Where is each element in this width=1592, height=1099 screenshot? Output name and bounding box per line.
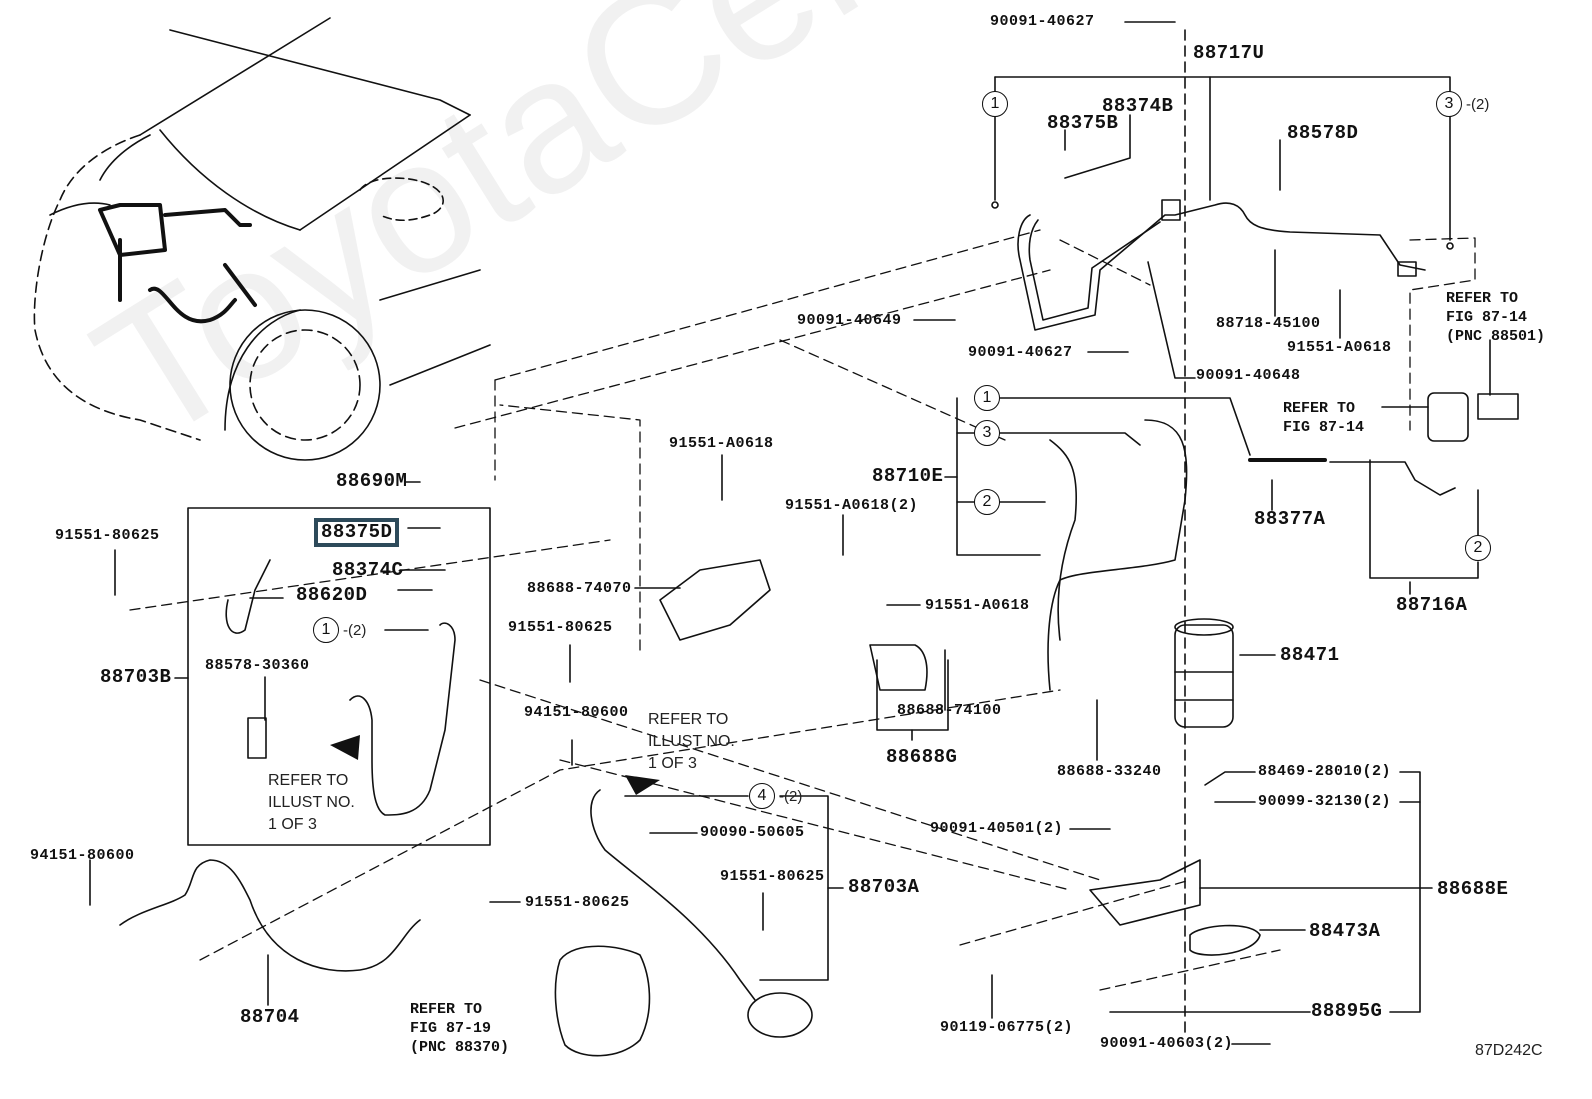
part-label-94151-80600[interactable]: 94151-80600 <box>524 704 629 721</box>
part-label-88716A[interactable]: 88716A <box>1396 594 1468 616</box>
callout-quantity: -(2) <box>779 788 803 805</box>
part-label-88717U[interactable]: 88717U <box>1193 42 1265 64</box>
part-label-90091-40649[interactable]: 90091-40649 <box>797 312 902 329</box>
part-label-88895G[interactable]: 88895G <box>1311 1000 1383 1022</box>
part-label-91551-80625[interactable]: 91551-80625 <box>508 619 613 636</box>
part-label-88703B[interactable]: 88703B <box>100 666 172 688</box>
part-label-88578-30360[interactable]: 88578-30360 <box>205 657 310 674</box>
ac-routing-highlight <box>98 203 257 324</box>
part-label-90119-06775[interactable]: 90119-06775(2) <box>940 1019 1074 1036</box>
refer-note-illust-1-of-3: REFER TO ILLUST NO. 1 OF 3 <box>648 711 735 772</box>
part-label-88377A[interactable]: 88377A <box>1254 508 1326 530</box>
part-label-91551-80625[interactable]: 91551-80625 <box>55 527 160 544</box>
part-label-88690M[interactable]: 88690M <box>336 470 408 492</box>
part-label-90091-40627[interactable]: 90091-40627 <box>968 344 1073 361</box>
part-label-90091-40501[interactable]: 90091-40501(2) <box>930 820 1064 837</box>
vehicle-outline-illustration <box>33 17 491 461</box>
part-label-90091-40603[interactable]: 90091-40603(2) <box>1100 1035 1234 1052</box>
part-label-88704[interactable]: 88704 <box>240 1006 300 1028</box>
part-label-88703A[interactable]: 88703A <box>848 876 920 898</box>
callout-3: 3 <box>1436 91 1462 117</box>
arrow-indicator <box>625 775 660 795</box>
part-label-90090-50605[interactable]: 90090-50605 <box>700 824 805 841</box>
callout-2: 2 <box>1465 535 1491 561</box>
part-label-88718-45100[interactable]: 88718-45100 <box>1216 315 1321 332</box>
tube-88717U <box>1017 199 1426 331</box>
part-label-88578D[interactable]: 88578D <box>1287 122 1359 144</box>
callout-3: 3 <box>974 420 1000 446</box>
part-label-88688-74100[interactable]: 88688-74100 <box>897 702 1002 719</box>
part-label-88620D[interactable]: 88620D <box>296 584 368 606</box>
part-label-88688E[interactable]: 88688E <box>1437 878 1509 900</box>
part-label-94151-80600[interactable]: 94151-80600 <box>30 847 135 864</box>
part-label-91551-80625[interactable]: 91551-80625 <box>720 868 825 885</box>
part-label-88688G[interactable]: 88688G <box>886 746 958 768</box>
callout-2: 2 <box>974 489 1000 515</box>
callout-4: 4 <box>749 783 775 809</box>
part-label-90091-40648[interactable]: 90091-40648 <box>1196 367 1301 384</box>
part-label-90091-40627[interactable]: 90091-40627 <box>990 13 1095 30</box>
refer-note-illust-1-of-3[interactable]: REFER TO ILLUST NO. 1 OF 3 <box>268 772 355 833</box>
part-label-88473A[interactable]: 88473A <box>1309 920 1381 942</box>
part-label-88374C[interactable]: 88374C <box>332 559 404 581</box>
part-label-88375D-highlighted[interactable]: 88375D <box>314 518 400 547</box>
callout-1: 1 <box>313 617 339 643</box>
part-label-88374B[interactable]: 88374B <box>1102 95 1174 117</box>
arrow-indicator <box>330 735 360 760</box>
part-label-88688-74070[interactable]: 88688-74070 <box>527 580 632 597</box>
assembly-box-88703B <box>187 507 491 846</box>
refer-note-fig-87-14-pnc-88501[interactable]: REFER TO FIG 87-14 (PNC 88501) <box>1446 290 1546 345</box>
diagram-code: 87D242C <box>1475 1042 1543 1059</box>
receiver-dryer-88471 <box>1174 618 1234 728</box>
callout-1: 1 <box>974 385 1000 411</box>
callout-quantity: -(2) <box>1466 96 1490 113</box>
part-label-91551-A0618[interactable]: 91551-A0618 <box>1287 339 1392 356</box>
part-label-88375B[interactable]: 88375B <box>1047 112 1119 134</box>
callout-1: 1 <box>982 91 1008 117</box>
part-label-91551-A0618[interactable]: 91551-A0618 <box>669 435 774 452</box>
part-label-91551-A0618-qty2[interactable]: 91551-A0618(2) <box>785 497 919 514</box>
part-label-91551-80625[interactable]: 91551-80625 <box>525 894 630 911</box>
callout-quantity: -(2) <box>343 622 367 639</box>
refer-note-fig-87-19-pnc-88370[interactable]: REFER TO FIG 87-19 (PNC 88370) <box>410 1001 510 1056</box>
part-label-88688-33240[interactable]: 88688-33240 <box>1057 763 1162 780</box>
compressor-illustration <box>554 945 813 1057</box>
part-label-88469-28010[interactable]: 88469-28010(2) <box>1258 763 1392 780</box>
part-label-91551-A0618[interactable]: 91551-A0618 <box>925 597 1030 614</box>
refer-note-fig-87-14[interactable]: REFER TO FIG 87-14 <box>1283 400 1365 436</box>
part-label-90099-32130[interactable]: 90099-32130(2) <box>1258 793 1392 810</box>
part-label-88471[interactable]: 88471 <box>1280 644 1340 666</box>
part-label-88710E[interactable]: 88710E <box>872 465 944 487</box>
